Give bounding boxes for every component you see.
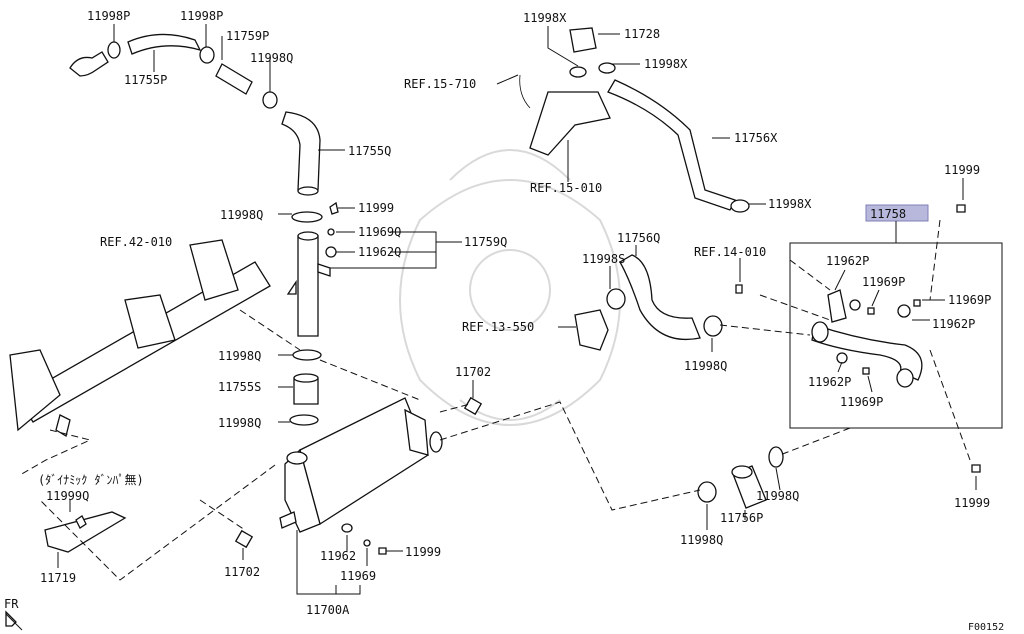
label-11702-bottom: 11702 — [224, 565, 260, 579]
label-11756P: 11756P — [720, 511, 763, 525]
label-11755S: 11755S — [218, 380, 261, 394]
label-ref15-010: REF.15-010 — [530, 181, 602, 195]
label-11759P: 11759P — [226, 29, 269, 43]
label-11719: 11719 — [40, 571, 76, 585]
label-11969: 11969 — [340, 569, 376, 583]
label-11998Q-top: 11998Q — [250, 51, 293, 65]
assembly-box-11758 — [789, 204, 1003, 473]
label-11998Q-bottom-right: 11998Q — [756, 489, 799, 503]
part-11702-bottom — [234, 529, 254, 549]
label-11998X-c: 11998X — [768, 197, 812, 211]
label-ref13-550: REF.13-550 — [462, 320, 534, 334]
label-11756X: 11756X — [734, 131, 778, 145]
label-11998S: 11998S — [582, 252, 625, 266]
label-fr: FR — [4, 597, 19, 611]
label-11999-top-right: 11999 — [944, 163, 980, 177]
label-11999-bottom: 11999 — [405, 545, 441, 559]
hose-11755P-assembly — [69, 33, 321, 196]
label-11758: 11758 — [870, 207, 906, 221]
label-11755P: 11755P — [124, 73, 167, 87]
label-figure-id: F00152 — [968, 622, 1004, 633]
label-11998P-b: 11998P — [180, 9, 223, 23]
label-11998Q-low: 11998Q — [218, 349, 261, 363]
hose-11756Q — [574, 254, 743, 351]
label-11759Q: 11759Q — [464, 235, 507, 249]
label-dynamic-damper-note: (ﾀﾞｲﾅﾐｯｸ ﾀﾞﾝﾊﾟ無) — [38, 472, 144, 487]
pipe-11728-area — [519, 27, 616, 156]
hose-11756X — [607, 79, 750, 213]
part-labels: 11998P 11998P 11759P 11998Q 11755P 11755… — [4, 9, 1004, 633]
label-11998P-a: 11998P — [87, 9, 130, 23]
label-ref14-010: REF.14-010 — [694, 245, 766, 259]
label-11969P-a: 11969P — [862, 275, 905, 289]
guide-lines — [19, 219, 971, 581]
label-11755Q: 11755Q — [348, 144, 391, 158]
front-direction-arrow — [5, 610, 23, 631]
part-11702-top — [463, 396, 483, 416]
label-ref15-710: REF.15-710 — [404, 77, 476, 91]
label-11998Q-bottom: 11998Q — [680, 533, 723, 547]
hose-11755Q-lower-pipe — [286, 201, 339, 426]
label-11999Q: 11999Q — [46, 489, 89, 503]
label-11756Q: 11756Q — [617, 231, 660, 245]
label-11999-bottom-right: 11999 — [954, 496, 990, 510]
highlight-11758 — [865, 204, 929, 222]
crossmember-ref42 — [9, 239, 271, 438]
label-11700A: 11700A — [306, 603, 350, 617]
label-11998X-a: 11998X — [523, 11, 567, 25]
label-11702-top: 11702 — [455, 365, 491, 379]
label-11962P-b: 11962P — [932, 317, 975, 331]
label-11998Q-low2: 11998Q — [218, 416, 261, 430]
label-11962P-a: 11962P — [826, 254, 869, 268]
label-11962: 11962 — [320, 549, 356, 563]
label-11999-mid: 11999 — [358, 201, 394, 215]
leader-lines — [57, 24, 977, 595]
label-11969P-c: 11969P — [840, 395, 883, 409]
label-11962Q: 11962Q — [358, 245, 401, 259]
bracket-11719 — [44, 511, 127, 553]
label-11998Q-right: 11998Q — [684, 359, 727, 373]
label-11728: 11728 — [624, 27, 660, 41]
label-11962P-c: 11962P — [808, 375, 851, 389]
label-11969P-b: 11969P — [948, 293, 991, 307]
label-11998X-b: 11998X — [644, 57, 688, 71]
intercooler-11700A — [279, 397, 443, 555]
hose-11756P — [697, 446, 784, 509]
label-ref42-010: REF.42-010 — [100, 235, 172, 249]
label-11998Q-mid: 11998Q — [220, 208, 263, 222]
label-11969Q: 11969Q — [358, 225, 401, 239]
